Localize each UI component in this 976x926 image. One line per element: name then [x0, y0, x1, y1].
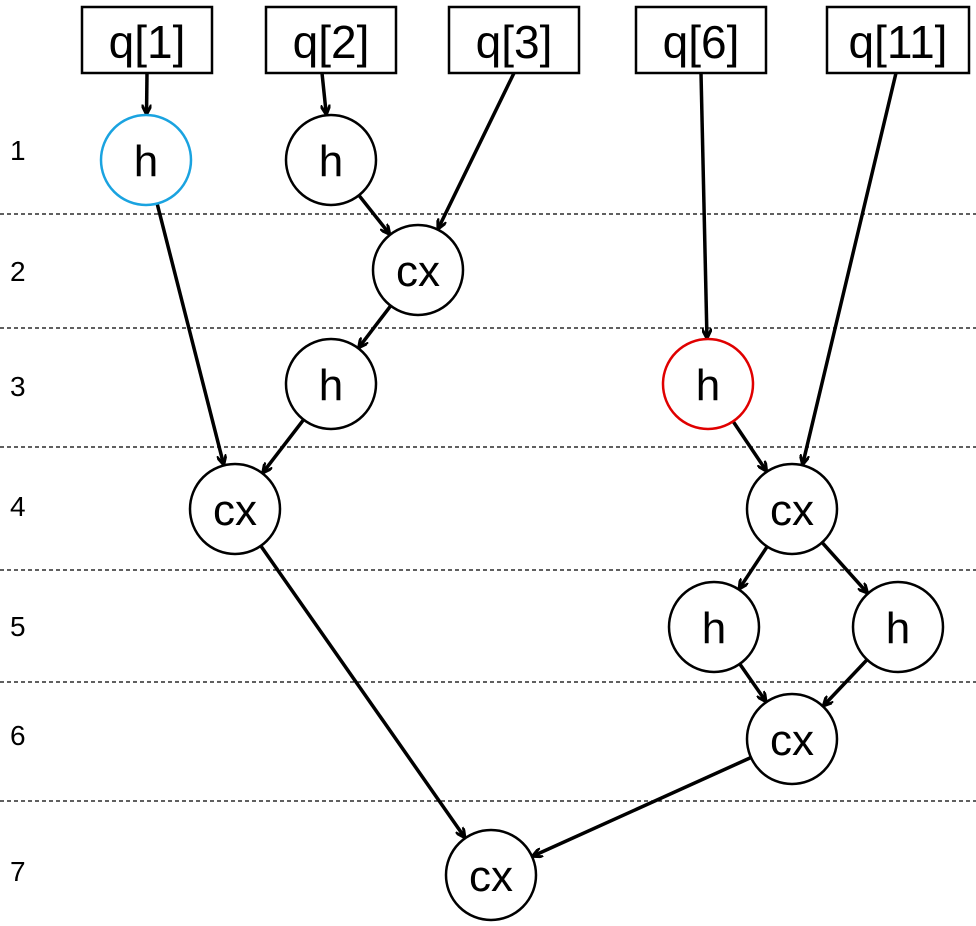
gate-label: cx — [213, 486, 257, 535]
qubit-label: q[1] — [109, 16, 186, 68]
qubit-box-q11: q[11] — [825, 5, 971, 75]
layer-label: 5 — [10, 611, 26, 642]
dependency-arrow — [740, 545, 769, 588]
gate-label: h — [696, 361, 720, 410]
dependency-arrow — [824, 658, 869, 705]
dependency-arrow — [360, 304, 393, 347]
gate-label: h — [702, 604, 726, 653]
gate-label: cx — [469, 852, 513, 901]
layer-label: 1 — [10, 135, 26, 166]
gate-label: cx — [396, 247, 440, 296]
dependency-arrow — [155, 203, 223, 464]
gate-cx: cx — [188, 462, 282, 556]
dependency-arrow — [803, 72, 898, 463]
qubit-label: q[11] — [849, 16, 948, 68]
dependency-arrow — [731, 420, 766, 470]
qubit-box-q3: q[3] — [447, 5, 581, 75]
gate-h: h — [99, 113, 193, 207]
layer-label: 6 — [10, 720, 26, 751]
qubit-box-q6: q[6] — [634, 5, 768, 75]
dependency-arrow — [699, 72, 707, 337]
gate-h: h — [284, 113, 378, 207]
gate-cx: cx — [444, 828, 538, 922]
dependency-arrow — [264, 418, 305, 472]
edge-layer — [147, 72, 898, 856]
dependency-arrow — [534, 755, 752, 856]
qubit-box-q1: q[1] — [80, 5, 214, 75]
gate-cx: cx — [745, 692, 839, 786]
gate-cx: cx — [371, 223, 465, 317]
gate-label: h — [134, 137, 158, 186]
dependency-arrow — [357, 194, 389, 233]
dependency-arrow — [320, 72, 326, 113]
gate-label: cx — [770, 716, 814, 765]
gate-h: h — [667, 580, 761, 674]
layer-label: 4 — [10, 491, 26, 522]
gate-label: h — [319, 361, 343, 410]
gate-label: cx — [770, 486, 814, 535]
gate-h: h — [661, 337, 755, 431]
gate-h: h — [851, 580, 945, 674]
gate-h: h — [284, 337, 378, 431]
dependency-arrow — [439, 72, 516, 228]
layer-label: 7 — [10, 856, 26, 887]
layer-label: 2 — [10, 256, 26, 287]
qubit-label: q[3] — [476, 16, 553, 68]
dependency-arrow — [820, 541, 867, 592]
gate-label: h — [319, 137, 343, 186]
qubit-box-q2: q[2] — [264, 5, 398, 75]
dependency-arrow — [738, 662, 765, 701]
gate-label: h — [886, 604, 910, 653]
dependency-arrow — [259, 544, 464, 837]
qubit-label: q[2] — [293, 16, 370, 68]
layer-label: 3 — [10, 371, 26, 402]
qubit-label: q[6] — [663, 16, 740, 68]
gate-cx: cx — [745, 462, 839, 556]
